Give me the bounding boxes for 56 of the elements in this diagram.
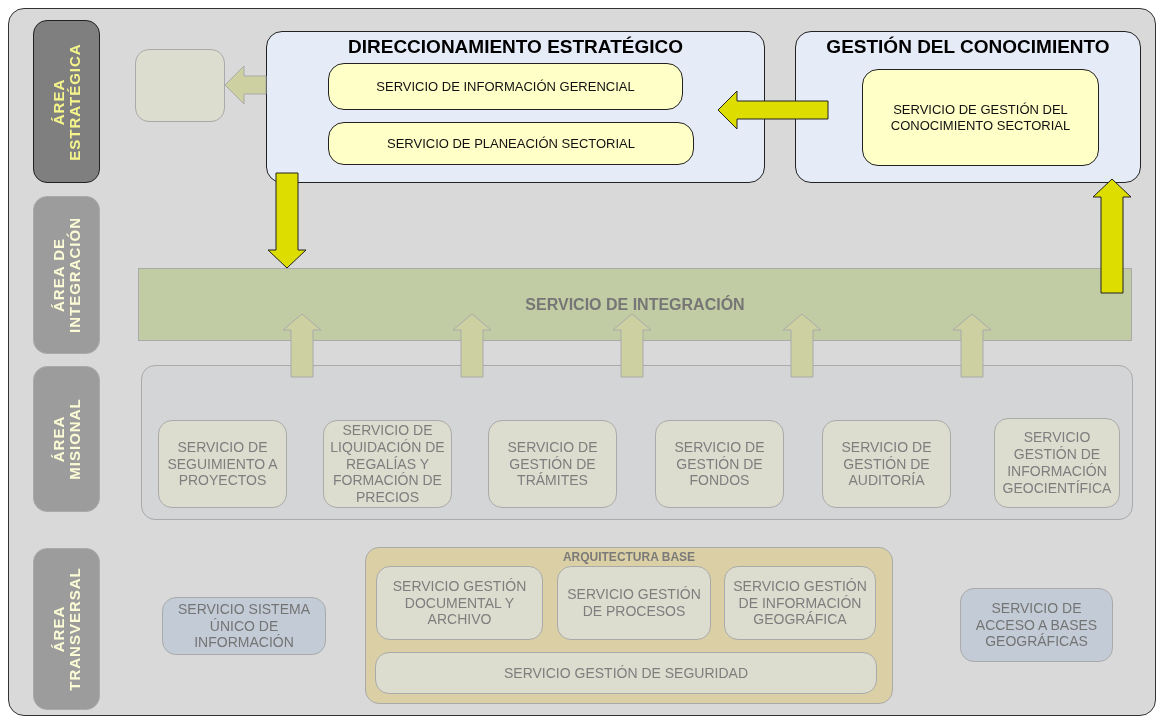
group-panel [795, 31, 1141, 183]
service-label: SERVICIO DE GESTIÓN DEL CONOCIMIENTO SECTORIAL [889, 101, 1072, 134]
service-box [655, 420, 784, 508]
service-box [375, 652, 877, 694]
service-label: SERVICIO DE INFORMACIÓN GERENCIAL [376, 78, 635, 95]
lane-title: ÁREA MISIONAL [49, 398, 83, 480]
service-box [158, 420, 287, 508]
service-label: SERVICIO GESTIÓN DE INFORMACIÓN GEOGRÁFICA [732, 577, 868, 629]
lane-label [33, 548, 100, 710]
service-box [135, 49, 225, 122]
lane-label [33, 196, 100, 354]
service-label: SERVICIO DE GESTIÓN DE TRÁMITES [506, 438, 599, 490]
block-arrow [452, 313, 492, 378]
group-panel [141, 365, 1133, 520]
block-arrow [612, 313, 652, 378]
group-title: DIRECCIONAMIENTO ESTRATÉGICO [348, 36, 683, 57]
service-box [557, 566, 711, 640]
block-arrow [782, 313, 822, 378]
service-label: SERVICIO GESTIÓN DE PROCESOS [566, 586, 702, 620]
service-label: SERVICIO DE SEGUIMIENTO A PROYECTOS [166, 438, 279, 490]
service-box [994, 418, 1120, 508]
service-label: SERVICIO DE GESTIÓN DE AUDITORÍA [840, 438, 933, 490]
service-box [328, 63, 683, 110]
service-box [488, 420, 617, 508]
service-label: SERVICIO DE LIQUIDACIÓN DE REGALÍAS Y FORMACIÓN DE PRECIOS [329, 422, 446, 506]
group-title: GESTIÓN DEL CONOCIMIENTO [826, 36, 1110, 57]
service-box [862, 69, 1099, 166]
service-box [724, 566, 876, 640]
integration-band [138, 268, 1132, 341]
service-box [328, 122, 694, 165]
service-label: SERVICIO DE INTEGRACIÓN [525, 294, 745, 315]
service-box [822, 420, 951, 508]
block-arrow [224, 65, 267, 105]
service-label: SERVICIO SISTEMA ÚNICO DE INFORMACIÓN [177, 600, 311, 652]
service-box [162, 597, 326, 655]
service-box [376, 566, 543, 640]
block-arrow [1092, 178, 1132, 294]
lane-label [33, 20, 100, 183]
lane-title: ÁREA TRANSVERSAL [49, 567, 83, 691]
service-label: SERVICIO DE ACCESO A BASES GEOGRÁFICAS [974, 599, 1099, 651]
service-label: SERVICIO GESTIÓN DE INFORMACIÓN GEOCIENTÍFICA [1001, 429, 1113, 497]
lane-label [33, 366, 100, 512]
service-label: SERVICIO GESTIÓN DOCUMENTAL Y ARCHIVO [391, 577, 528, 629]
block-arrow [267, 172, 307, 269]
service-label: SERVICIO DE PLANEACIÓN SECTORIAL [386, 135, 635, 152]
block-arrow [952, 313, 992, 378]
group-panel [365, 547, 893, 704]
block-arrow [282, 313, 322, 378]
service-label: SERVICIO DE GESTIÓN DE FONDOS [673, 438, 766, 490]
block-arrow [717, 90, 829, 130]
service-box [960, 588, 1113, 662]
group-title: ARQUITECTURA BASE [562, 550, 696, 564]
lane-title: ÁREA ESTRATÉGICA [49, 42, 83, 161]
group-panel [266, 31, 765, 183]
service-label: SERVICIO GESTIÓN DE SEGURIDAD [504, 664, 748, 682]
lane-title: ÁREA DE INTEGRACIÓN [49, 217, 83, 333]
